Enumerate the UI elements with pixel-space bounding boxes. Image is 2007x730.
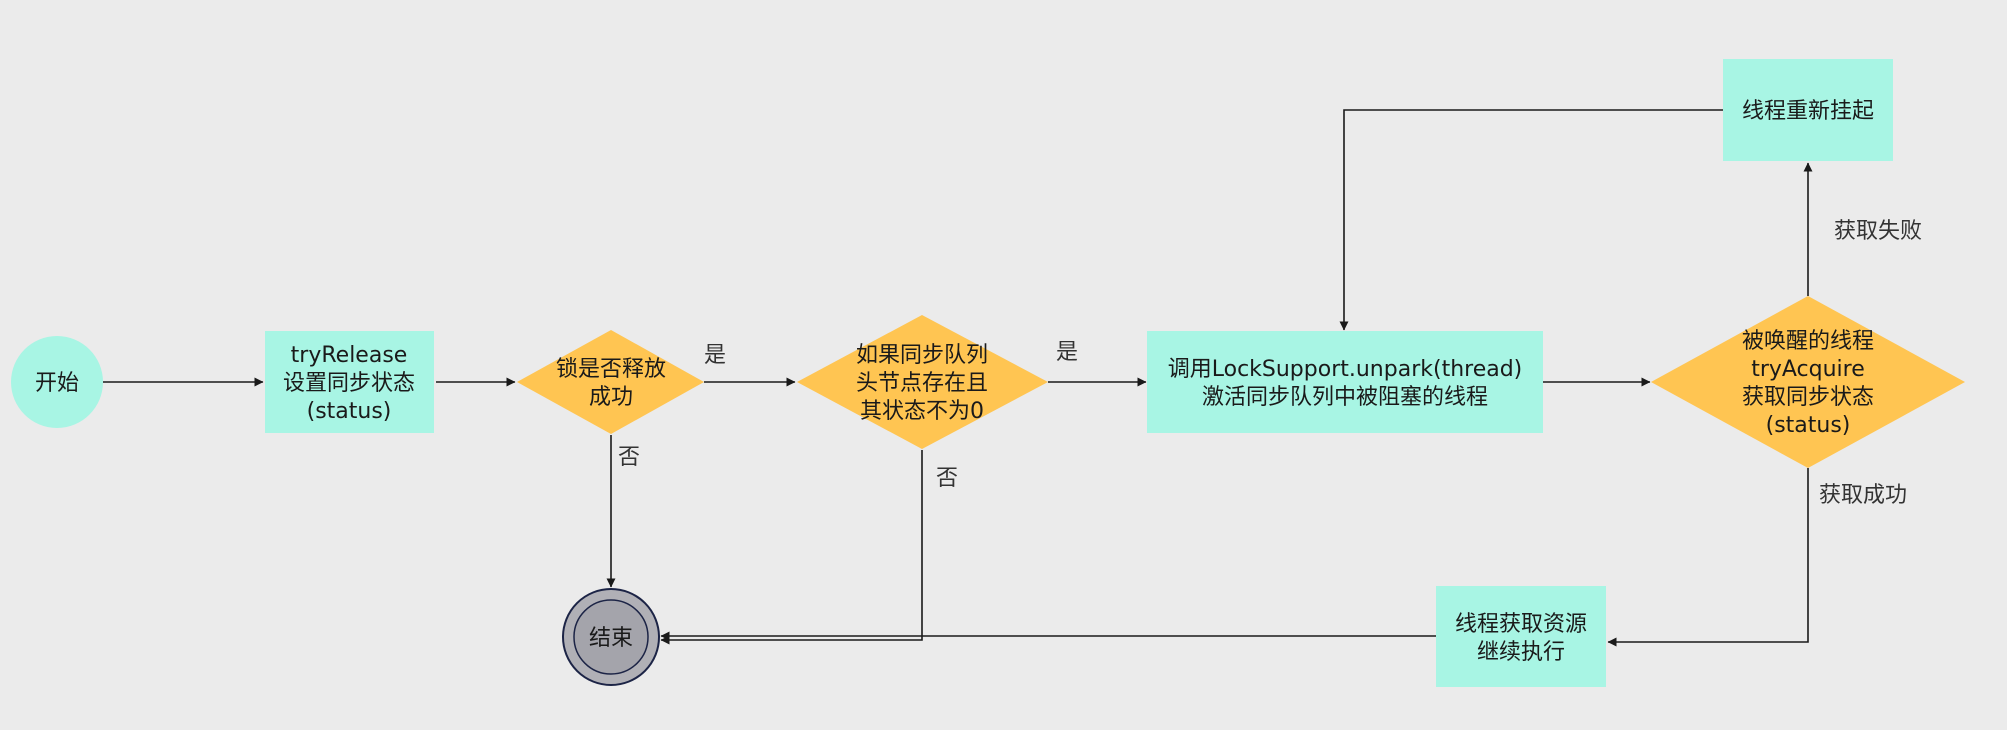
lock-released-line: 成功 bbox=[589, 385, 633, 410]
label-lock-no: 否 bbox=[618, 445, 640, 470]
head-node-check-line: 如果同步队列 bbox=[856, 343, 988, 368]
unpark-line: 激活同步队列中被阻塞的线程 bbox=[1202, 385, 1488, 410]
head-node-check-line: 头节点存在且 bbox=[856, 371, 988, 396]
label-head-no: 否 bbox=[936, 466, 958, 491]
edge-resuspend-to-unpark bbox=[1339, 109, 1723, 331]
label-acquire-fail: 获取失败 bbox=[1834, 219, 1922, 244]
try-acquire-line: 被唤醒的线程 bbox=[1742, 329, 1874, 354]
try-release-line: tryRelease bbox=[291, 343, 408, 368]
continue-exec-line: 继续执行 bbox=[1477, 640, 1565, 665]
continue-exec-label: 线程获取资源继续执行 bbox=[1455, 612, 1587, 665]
head-node-check-line: 其状态不为0 bbox=[860, 399, 984, 424]
try-release-node: tryRelease 设置同步状态 (status) bbox=[265, 331, 434, 433]
label-lock-yes: 是 bbox=[704, 343, 726, 368]
end-line: 结束 bbox=[589, 626, 633, 651]
resuspend-line: 线程重新挂起 bbox=[1742, 99, 1874, 124]
end-node: 结束 bbox=[562, 588, 660, 686]
try-acquire-line: 获取同步状态 bbox=[1742, 385, 1874, 410]
resuspend-node: 线程重新挂起 bbox=[1723, 59, 1893, 161]
try-acquire-line: (status) bbox=[1766, 413, 1851, 438]
edge-acquire-success bbox=[1607, 468, 1809, 647]
lock-released-label: 锁是否释放成功 bbox=[556, 357, 666, 410]
edges bbox=[103, 109, 1813, 647]
continue-exec-node: 线程获取资源继续执行 bbox=[1436, 586, 1606, 687]
try-acquire-decision: 被唤醒的线程 tryAcquire 获取同步状态 (status) bbox=[1651, 296, 1965, 468]
unpark-node: 调用LockSupport.unpark(thread) 激活同步队列中被阻塞的线… bbox=[1147, 331, 1543, 433]
try-acquire-label: 被唤醒的线程 tryAcquire 获取同步状态 (status) bbox=[1742, 329, 1874, 438]
try-release-line: 设置同步状态 bbox=[283, 371, 415, 396]
end-label: 结束 bbox=[589, 626, 633, 651]
lock-released-decision: 锁是否释放成功 bbox=[517, 330, 704, 434]
edge-head-no bbox=[660, 450, 923, 645]
try-release-line: (status) bbox=[307, 399, 392, 424]
lock-released-line: 锁是否释放 bbox=[556, 357, 666, 382]
start-node: 开始 bbox=[11, 336, 103, 428]
unpark-line: 调用LockSupport.unpark(thread) bbox=[1168, 357, 1523, 382]
label-head-yes: 是 bbox=[1056, 340, 1078, 365]
label-acquire-success: 获取成功 bbox=[1819, 483, 1907, 508]
unpark-label: 调用LockSupport.unpark(thread) 激活同步队列中被阻塞的线… bbox=[1168, 357, 1523, 410]
start-label: 开始 bbox=[35, 371, 79, 396]
head-node-label: 如果同步队列头节点存在且其状态不为0 bbox=[856, 343, 988, 424]
head-node-decision: 如果同步队列头节点存在且其状态不为0 bbox=[797, 315, 1048, 449]
resuspend-label: 线程重新挂起 bbox=[1742, 99, 1874, 124]
start-line: 开始 bbox=[35, 371, 79, 396]
try-release-label: tryRelease 设置同步状态 (status) bbox=[283, 343, 415, 424]
edge-labels: 是 否 是 否 获取失败 获取成功 bbox=[618, 219, 1922, 508]
try-acquire-line: tryAcquire bbox=[1751, 357, 1865, 382]
continue-exec-line: 线程获取资源 bbox=[1455, 612, 1587, 637]
